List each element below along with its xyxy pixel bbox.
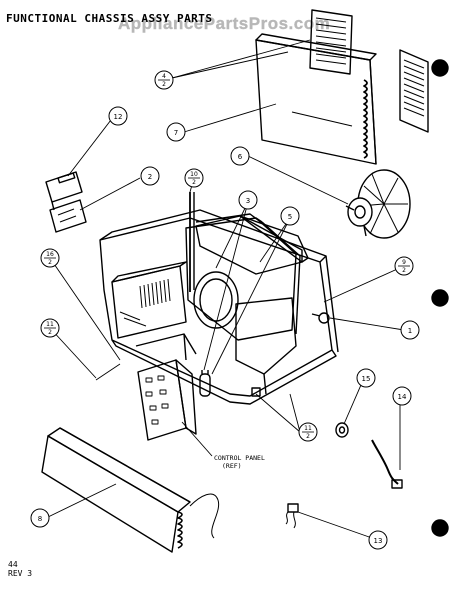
callout-7: 7 bbox=[166, 122, 186, 142]
svg-text:2: 2 bbox=[306, 433, 310, 440]
svg-text:15: 15 bbox=[362, 375, 371, 383]
svg-text:11: 11 bbox=[304, 425, 312, 432]
svg-text:2: 2 bbox=[402, 267, 406, 274]
control-panel-assembly bbox=[135, 333, 197, 441]
grommet bbox=[335, 422, 349, 438]
svg-text:8: 8 bbox=[38, 515, 42, 523]
chassis-base-pan bbox=[99, 209, 339, 405]
svg-text:7: 7 bbox=[174, 129, 178, 137]
callout-8: 8 bbox=[30, 508, 50, 528]
svg-text:(REF): (REF) bbox=[222, 462, 242, 470]
svg-text:6: 6 bbox=[238, 153, 243, 161]
callout-13: 13 bbox=[368, 530, 388, 550]
top-partition bbox=[195, 215, 309, 275]
svg-text:2: 2 bbox=[162, 81, 166, 88]
page-footer: 44 REV 3 bbox=[8, 560, 32, 578]
evaporator-coil bbox=[41, 427, 220, 553]
svg-text:2: 2 bbox=[48, 329, 52, 336]
wire-connector bbox=[285, 503, 299, 529]
blower-motor-shaft bbox=[189, 192, 195, 292]
callout-6: 6 bbox=[230, 146, 250, 166]
power-cord bbox=[371, 439, 403, 489]
svg-text:2: 2 bbox=[148, 173, 152, 181]
condenser-coil bbox=[255, 33, 377, 165]
callout-1: 1 bbox=[400, 320, 420, 340]
svg-text:9: 9 bbox=[402, 259, 406, 266]
condenser-fan-blade bbox=[345, 169, 411, 239]
compressor-mount bbox=[235, 297, 297, 397]
callout-16: 16 2 bbox=[40, 248, 60, 268]
rear-grille-right bbox=[399, 49, 429, 133]
svg-text:14: 14 bbox=[398, 393, 407, 401]
bulkhead-shroud bbox=[185, 213, 301, 341]
binder-hole bbox=[431, 289, 449, 307]
capacitor bbox=[199, 370, 211, 397]
watermark-logo: AppliancePartsPros.com bbox=[118, 14, 331, 33]
mounting-bracket-lower bbox=[49, 199, 87, 233]
leader-lines bbox=[45, 39, 405, 539]
revision-label: REV 3 bbox=[8, 569, 33, 578]
evaporator-housing bbox=[111, 261, 187, 339]
diagram-title: FUNCTIONAL CHASSIS ASSY PARTS bbox=[6, 12, 213, 25]
callout-10: 10 2 bbox=[184, 168, 204, 188]
callout-12: 12 bbox=[108, 106, 128, 126]
mounting-bracket-upper bbox=[45, 171, 83, 211]
binder-hole bbox=[431, 519, 449, 537]
callout-15: 15 bbox=[356, 368, 376, 388]
callout-11-right: 11 2 bbox=[298, 422, 318, 442]
callout-2: 2 bbox=[140, 166, 160, 186]
callout-3: 3 bbox=[238, 190, 258, 210]
callout-5: 5 bbox=[280, 206, 300, 226]
svg-text:5: 5 bbox=[288, 213, 292, 221]
callout-14: 14 bbox=[392, 386, 412, 406]
binder-hole bbox=[431, 59, 449, 77]
svg-text:4: 4 bbox=[162, 73, 166, 80]
callout-9: 9 2 bbox=[394, 256, 414, 276]
svg-text:11: 11 bbox=[46, 321, 54, 328]
svg-text:10: 10 bbox=[190, 171, 198, 178]
svg-text:3: 3 bbox=[246, 197, 250, 205]
thermostat bbox=[311, 312, 330, 324]
callout-11-left: 11 2 bbox=[40, 318, 60, 338]
rear-grille-top bbox=[309, 9, 353, 75]
svg-text:12: 12 bbox=[114, 113, 123, 121]
svg-text:13: 13 bbox=[374, 537, 383, 545]
svg-text:2: 2 bbox=[48, 259, 52, 266]
svg-text:16: 16 bbox=[46, 251, 54, 258]
page-number: 44 bbox=[8, 560, 18, 569]
svg-text:CONTROL PANEL: CONTROL PANEL bbox=[214, 454, 265, 462]
callout-4: 4 2 bbox=[154, 70, 174, 90]
control-panel-label: CONTROL PANEL (REF) bbox=[214, 454, 265, 470]
svg-text:1: 1 bbox=[408, 327, 412, 335]
svg-text:2: 2 bbox=[192, 179, 196, 186]
